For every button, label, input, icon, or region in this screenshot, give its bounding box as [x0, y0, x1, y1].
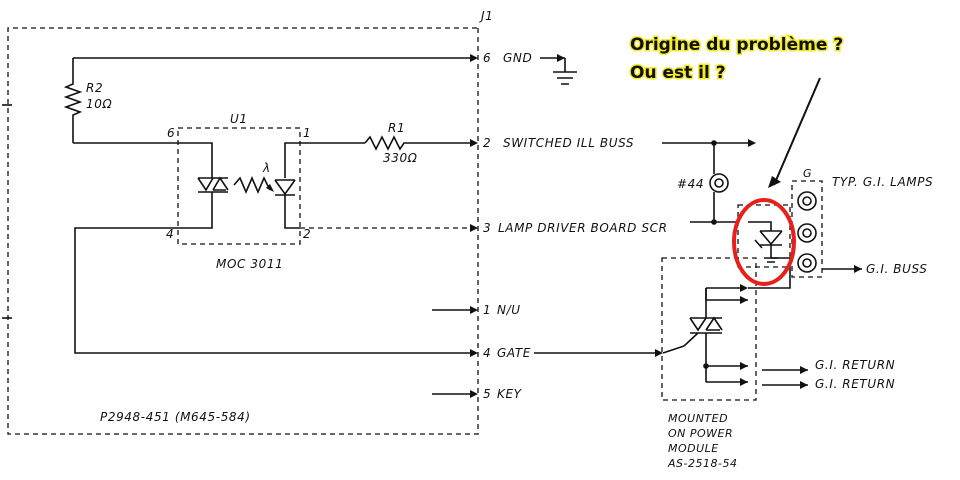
pin-number: 1	[483, 303, 491, 317]
annotation-line-1: Origine du problème ?	[630, 35, 843, 55]
pin-label-gnd: GND	[503, 51, 532, 65]
pin3-arrow	[470, 224, 478, 232]
u1-pin2: 2	[303, 227, 311, 241]
light-coupling-icon	[233, 175, 271, 195]
board-part-number: P2948-451 (M645-584)	[100, 410, 251, 424]
pin5-arrow	[470, 390, 478, 398]
gi-lamps-label: TYP. G.I. LAMPS	[832, 175, 933, 189]
lamp-44-label: #44	[677, 177, 704, 191]
pin-label-gate: GATE	[497, 346, 531, 360]
u1-triac	[178, 142, 229, 229]
power-module-label: AS-2518-54	[667, 457, 737, 470]
pin6-arrow	[470, 54, 478, 62]
gi-return-label-2: G.I. RETURN	[815, 377, 895, 391]
connector-name: J1	[479, 9, 493, 23]
gi-lamp-icon	[797, 191, 817, 211]
power-module-label: MOUNTED	[668, 412, 728, 425]
gi-lamp-icon	[797, 223, 817, 243]
annotation-line-2: Ou est il ?	[630, 63, 726, 83]
lamp-driver-scr-box	[737, 204, 791, 268]
board-outline	[7, 27, 479, 435]
pin-number: 6	[483, 51, 491, 65]
pin-number: 4	[483, 346, 491, 360]
gi-lamp-pin-mark: G	[803, 167, 812, 180]
u1-package	[177, 127, 301, 245]
pin-number: 5	[483, 387, 491, 401]
gi-buss-label: G.I. BUSS	[866, 262, 928, 276]
scr-icon	[748, 221, 790, 259]
r2-resistor	[63, 58, 83, 143]
gi-return-label-1: G.I. RETURN	[815, 358, 895, 372]
pin-label-lamp-driver: LAMP DRIVER BOARD SCR	[498, 221, 668, 235]
r1-name: R1	[388, 121, 405, 135]
power-module-label: ON POWER	[668, 427, 733, 440]
u1-pin6: 6	[167, 126, 175, 140]
u1-pin1: 1	[303, 126, 311, 140]
gi-lamp-icon	[797, 253, 817, 273]
power-module-box	[661, 257, 757, 401]
pin-number: 2	[483, 136, 491, 150]
u1-part-number: MOC 3011	[216, 257, 283, 271]
u1-name: U1	[230, 112, 248, 126]
r1-resistor	[364, 135, 470, 151]
power-module-label: MODULE	[668, 442, 719, 455]
problem-highlight-circle	[732, 198, 796, 286]
u1-led	[274, 142, 300, 229]
pin-number: 3	[483, 221, 491, 235]
pin-label-nu: N/U	[497, 303, 521, 317]
pin1-arrow	[470, 306, 478, 314]
scr-ground-icon	[764, 257, 778, 263]
pin-label-switched-ill-buss: SWITCHED ILL BUSS	[503, 136, 634, 150]
lamp-44-icon	[709, 173, 729, 193]
u1-pin4: 4	[166, 227, 174, 241]
r1-value: 330Ω	[383, 151, 418, 165]
power-triac-icon	[683, 288, 723, 382]
pin4-arrow	[470, 349, 478, 357]
r2-value: 10Ω	[86, 97, 112, 111]
lambda-label: λ	[262, 161, 271, 175]
pin-label-key: KEY	[497, 387, 523, 401]
r2-name: R2	[86, 81, 103, 95]
annotation-arrow	[773, 77, 821, 186]
ground-icon	[553, 58, 577, 85]
pin2-arrow	[470, 139, 478, 147]
